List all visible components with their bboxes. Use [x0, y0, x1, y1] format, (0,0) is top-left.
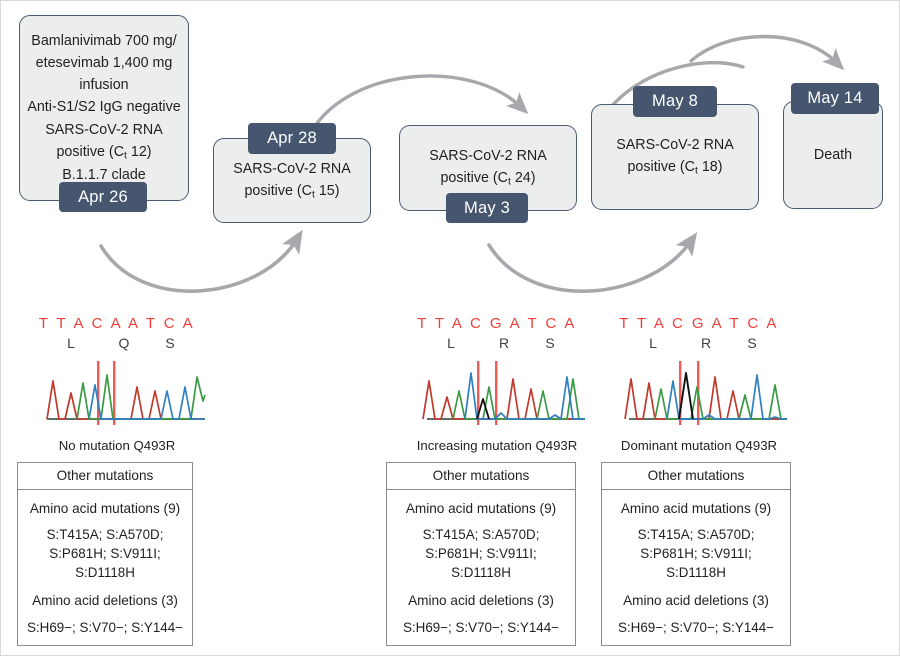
date-badge-apr-26[interactable]: Apr 26	[59, 182, 147, 212]
mutation-table-3: Other mutations Amino acid mutations (9)…	[601, 462, 791, 646]
event-line: positive (Ct 24)	[440, 170, 536, 188]
mutation-table-2: Other mutations Amino acid mutations (9)…	[386, 462, 576, 646]
arrow-may8-to-may14	[689, 34, 845, 71]
mut-table-3-deletions-label: Amino acid deletions (3)	[623, 593, 769, 609]
mut-table-2-mutations: S:T415A; S:A570D; S:P681H; S:V911I; S:D1…	[391, 525, 571, 582]
event-line: B.1.1.7 clade	[62, 166, 146, 183]
mut-table-1-body: Amino acid mutations (9) S:T415A; S:A570…	[17, 490, 193, 646]
mut-table-3-body: Amino acid mutations (9) S:T415A; S:A570…	[601, 490, 791, 646]
mut-table-1-deletions: S:H69−; S:V70−; S:Y144−	[27, 619, 183, 635]
chroma3-aa-2: S	[747, 335, 757, 351]
event-line: SARS-CoV-2 RNA	[429, 148, 547, 165]
mut-table-1-deletions-label: Amino acid deletions (3)	[32, 593, 178, 609]
mut-table-2-mutation-line-0: S:T415A; S:A570D;	[422, 527, 540, 543]
chroma2-caption: Increasing mutation Q493R	[416, 438, 578, 453]
event-box-may-8[interactable]: SARS-CoV-2 RNA positive (Ct 18)	[591, 104, 759, 210]
chroma2-aa-0: L	[447, 335, 455, 351]
arrow-chroma1-to-apr28	[99, 229, 303, 293]
event-box-may-14[interactable]: Death	[783, 101, 883, 209]
event-line: infusion	[79, 77, 129, 94]
chroma1-nucleotide-sequence: T T A C A A T C A	[38, 315, 196, 332]
chroma2-trace	[399, 317, 595, 432]
date-badge-may-8[interactable]: May 8	[633, 86, 717, 117]
mut-table-2-mutation-line-2: S:D1118H	[451, 565, 511, 581]
mut-table-3-mutations-label: Amino acid mutations (9)	[620, 501, 772, 516]
mut-table-1-mutation-line-2: S:D1118H	[75, 565, 135, 581]
mut-table-1-header: Other mutations	[17, 462, 193, 490]
event-line: positive (Ct 15)	[244, 182, 340, 201]
mut-table-2-body: Amino acid mutations (9) S:T415A; S:A570…	[386, 490, 576, 646]
event-apr-28-text: SARS-CoV-2 RNA positive (Ct 15)	[214, 158, 370, 203]
mut-table-3-mutation-line-1: S:P681H; S:V911I;	[640, 546, 752, 562]
mut-table-2-header: Other mutations	[386, 462, 576, 490]
event-line: SARS-CoV-2 RNA	[233, 160, 351, 177]
date-badge-may-3[interactable]: May 3	[446, 193, 528, 223]
date-badge-apr-28[interactable]: Apr 28	[248, 123, 336, 154]
mut-table-2-mutation-line-1: S:P681H; S:V911I;	[425, 546, 537, 562]
chromatogram-no-mutation: T T A C A A T C A L Q S No mutation Q493R	[19, 314, 215, 453]
mut-table-1-mutations-label: Amino acid mutations (9)	[29, 501, 181, 516]
event-line: Death	[813, 146, 853, 163]
chroma1-trace	[19, 317, 215, 432]
chroma1-caption: No mutation Q493R	[58, 438, 176, 453]
mut-table-3-mutation-line-0: S:T415A; S:A570D;	[637, 527, 755, 543]
chroma3-nucleotide-sequence: T T A C G A T C A	[619, 315, 779, 332]
mut-table-2-deletions-label: Amino acid deletions (3)	[408, 593, 554, 609]
event-may-8-text: SARS-CoV-2 RNA positive (Ct 18)	[592, 134, 758, 179]
mut-table-1-mutations: S:T415A; S:A570D; S:P681H; S:V911I; S:D1…	[22, 525, 188, 582]
mut-table-3-header: Other mutations	[601, 462, 791, 490]
chroma2-aa-2: S	[545, 335, 555, 351]
chroma1-aa-1: Q	[118, 335, 130, 351]
event-may-14-text: Death	[784, 144, 882, 166]
date-badge-may-14[interactable]: May 14	[791, 83, 879, 114]
chroma3-aa-0: L	[649, 335, 657, 351]
event-may-3-text: SARS-CoV-2 RNA positive (Ct 24)	[400, 145, 576, 190]
event-box-apr-26[interactable]: Bamlanivimab 700 mg/etesevimab 1,400 mg i…	[19, 15, 189, 201]
event-line: Anti-S1/S2 IgG negative	[27, 99, 181, 116]
mut-table-1-mutation-line-0: S:T415A; S:A570D;	[46, 527, 164, 543]
chroma1-aa-0: L	[67, 335, 75, 351]
event-line: positive (Ct 12)	[56, 143, 152, 161]
chromatogram-dominant-mutation: T T A C G A T C A L R S Dominant mutation …	[601, 314, 797, 453]
mut-table-2-deletions: S:H69−; S:V70−; S:Y144−	[403, 619, 559, 635]
event-line: etesevimab 1,400 mg	[35, 55, 173, 72]
chroma2-nucleotide-sequence: T T A C G A T C A	[417, 315, 577, 332]
mut-table-2-mutations-label: Amino acid mutations (9)	[405, 501, 557, 516]
chroma2-aa-1: R	[498, 335, 510, 351]
arrow-chroma2-to-may8	[487, 232, 698, 293]
mutation-table-1: Other mutations Amino acid mutations (9)…	[17, 462, 193, 646]
chroma3-trace	[601, 317, 797, 432]
event-line: SARS-CoV-2 RNA	[45, 121, 163, 138]
event-line: Bamlanivimab 700 mg/	[31, 32, 177, 49]
event-line: positive (Ct 18)	[627, 159, 723, 177]
arrow-apr28-to-may3	[311, 74, 529, 131]
chroma3-aa-1: R	[700, 335, 712, 351]
event-line: SARS-CoV-2 RNA	[616, 137, 734, 154]
mut-table-1-mutation-line-1: S:P681H; S:V911I;	[49, 546, 161, 562]
chroma1-aa-2: S	[165, 335, 175, 351]
mut-table-3-mutations: S:T415A; S:A570D; S:P681H; S:V911I; S:D1…	[606, 525, 786, 582]
event-apr-26-text: Bamlanivimab 700 mg/etesevimab 1,400 mg i…	[19, 30, 188, 186]
mut-table-3-deletions: S:H69−; S:V70−; S:Y144−	[618, 619, 774, 635]
chromatogram-increasing-mutation: T T A C G A T C A L R S Increasing mutatio…	[399, 314, 595, 453]
chroma3-caption: Dominant mutation Q493R	[620, 438, 778, 453]
mut-table-3-mutation-line-2: S:D1118H	[666, 565, 726, 581]
